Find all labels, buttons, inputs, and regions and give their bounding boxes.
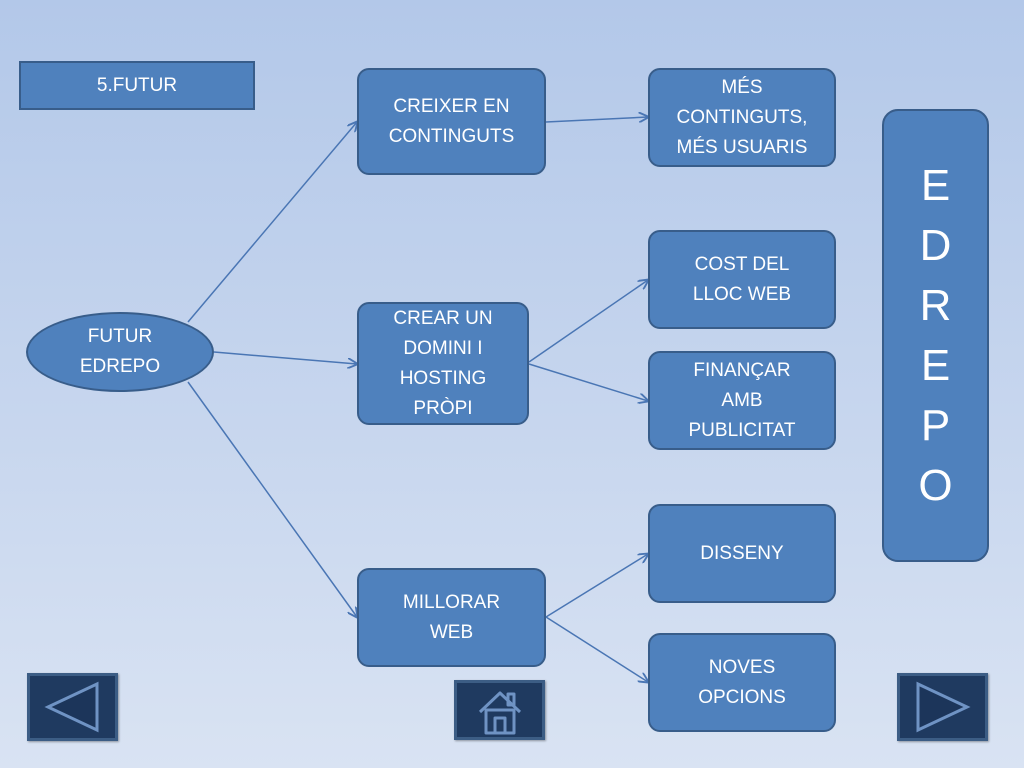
vertical-letter: O [918, 460, 953, 510]
branch-node-millorar-web: MILLORAR WEB [357, 568, 546, 667]
house-icon [478, 691, 522, 735]
connector-creixer-to-mes [545, 117, 648, 123]
slide-title: 5.FUTUR [19, 61, 255, 110]
leaf-node-noves-opcions: NOVES OPCIONS [648, 633, 836, 732]
root-node-futur-edrepo: FUTUR EDREPO [26, 312, 214, 392]
connector-domini-to-financar [528, 363, 648, 401]
leaf-node-financar-publicitat: FINANÇAR AMB PUBLICITAT [648, 351, 836, 450]
connector-root-to-millorar [187, 381, 357, 617]
connector-millorar-to-disseny [545, 554, 648, 618]
connector-root-to-creixer [187, 122, 357, 323]
triangle-left-icon [44, 681, 99, 733]
branch-node-creixer: CREIXER EN CONTINGUTS [357, 68, 546, 175]
leaf-node-cost-lloc-web: COST DEL LLOC WEB [648, 230, 836, 329]
edrepo-vertical-banner: E D R E P O [882, 109, 989, 562]
leaf-node-mes-continguts: MÉS CONTINGUTS, MÉS USUARIS [648, 68, 836, 167]
leaf-node-disseny: DISSENY [648, 504, 836, 603]
connector-millorar-to-noves [545, 616, 648, 682]
vertical-letter: R [919, 280, 952, 330]
vertical-letter: E [920, 160, 951, 210]
connector-domini-to-cost [528, 280, 648, 363]
vertical-letter: D [919, 220, 952, 270]
vertical-letter: P [920, 400, 951, 450]
home-button[interactable] [454, 680, 545, 740]
triangle-right-icon [916, 681, 971, 733]
branch-node-domini-hosting: CREAR UN DOMINI I HOSTING PRÒPI [357, 302, 529, 425]
vertical-letter: E [920, 340, 951, 390]
connector-root-to-domini [213, 351, 357, 364]
forward-button[interactable] [897, 673, 988, 741]
back-button[interactable] [27, 673, 118, 741]
